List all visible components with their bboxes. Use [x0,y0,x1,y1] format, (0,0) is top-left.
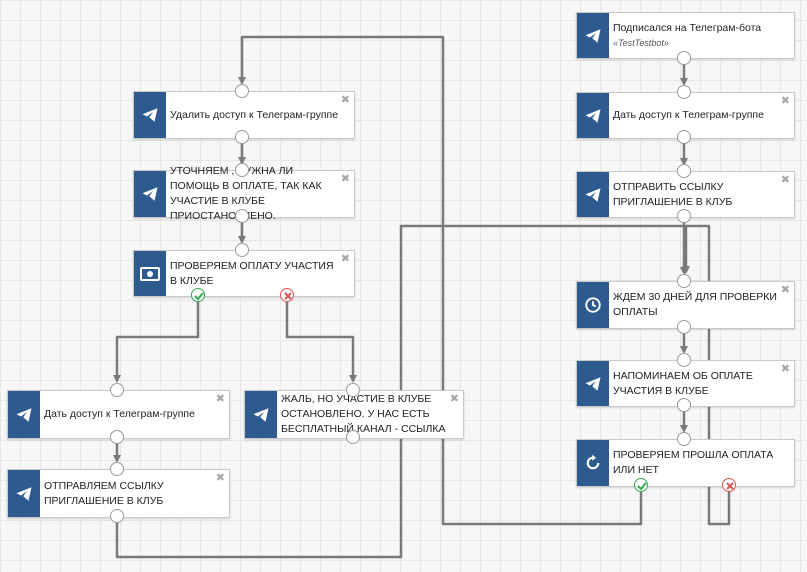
no-port-cross-icon[interactable] [722,478,736,492]
refresh-icon [577,440,609,486]
output-port[interactable] [346,430,360,444]
wire [238,35,643,526]
input-port[interactable] [346,383,360,397]
telegram-send-icon [577,93,609,138]
output-port[interactable] [677,51,691,65]
input-port[interactable] [235,163,249,177]
node-check-club-payment[interactable]: ПРОВЕРЯЕМ ОПЛАТУ УЧАСТИЯ В КЛУБЕ ✖ [133,250,355,297]
no-port-cross-icon[interactable] [280,288,294,302]
close-icon[interactable]: ✖ [215,393,225,405]
wire [285,296,357,383]
node-title: Подписался на Телеграм-бота [613,21,762,34]
close-icon[interactable]: ✖ [215,472,225,484]
input-port[interactable] [235,84,249,98]
node-send-link-left[interactable]: ОТПРАВЛЯЕМ ССЫЛКУ ПРИГЛАШЕНИЕ В КЛУБ ✖ [7,469,230,518]
close-icon[interactable]: ✖ [340,94,350,106]
node-title: Удалить доступ к Телеграм-группе [170,108,339,121]
yes-port-check-icon[interactable] [191,288,205,302]
input-port[interactable] [677,274,691,288]
input-port[interactable] [677,164,691,178]
telegram-send-icon [577,13,609,58]
node-title: НАПОМИНАЕМ ОБ ОПЛАТЕ УЧАСТИЯ В КЛУБЕ [613,369,753,397]
close-icon[interactable]: ✖ [449,393,459,405]
telegram-send-icon [245,391,277,438]
clock-icon [577,282,609,328]
close-icon[interactable]: ✖ [780,363,790,375]
node-subtitle: «TestTestbot» [613,37,669,48]
node-title: ОТПРАВИТЬ ССЫЛКУ ПРИГЛАШЕНИЕ В КЛУБ [613,180,733,208]
input-port[interactable] [677,432,691,446]
input-port[interactable] [235,243,249,257]
money-icon [134,251,166,296]
wire [113,296,200,383]
input-port[interactable] [110,383,124,397]
input-port[interactable] [677,353,691,367]
input-port[interactable] [110,462,124,476]
node-title: ЖАЛЬ, НО УЧАСТИЕ В КЛУБЕ ОСТАНОВЛЕНО. У … [281,393,446,435]
telegram-send-icon [8,470,40,517]
node-title: Дать доступ к Телеграм-группе [44,408,195,420]
wire [115,224,684,559]
close-icon[interactable]: ✖ [340,173,350,185]
node-title: ЖДЕМ 30 ДНЕЙ ДЛЯ ПРОВЕРКИ ОПЛАТЫ [613,291,777,318]
telegram-send-icon [577,172,609,217]
output-port[interactable] [677,320,691,334]
telegram-send-icon [134,171,166,217]
close-icon[interactable]: ✖ [780,284,790,296]
yes-port-check-icon[interactable] [634,478,648,492]
node-title: ПРОВЕРЯЕМ ОПЛАТУ УЧАСТИЯ В КЛУБЕ [170,259,334,287]
close-icon[interactable]: ✖ [780,174,790,186]
output-port[interactable] [677,209,691,223]
output-port[interactable] [235,130,249,144]
node-title: УТОЧНЯЕМ , НУЖНА ЛИ ПОМОЩЬ В ОПЛАТЕ, ТАК… [170,165,322,222]
telegram-send-icon [8,391,40,438]
close-icon[interactable]: ✖ [340,253,350,265]
output-port[interactable] [235,209,249,223]
input-port[interactable] [677,85,691,99]
node-title: Дать доступ к Телеграм-группе [613,109,764,121]
telegram-send-icon [577,361,609,406]
telegram-send-icon [134,92,166,138]
output-port[interactable] [677,398,691,412]
output-port[interactable] [110,430,124,444]
node-check-payment-passed[interactable]: ПРОВЕРЯЕМ ПРОШЛА ОПЛАТА ИЛИ НЕТ [576,439,795,487]
close-icon[interactable]: ✖ [780,95,790,107]
output-port[interactable] [677,130,691,144]
output-port[interactable] [110,509,124,523]
node-title: ОТПРАВЛЯЕМ ССЫЛКУ ПРИГЛАШЕНИЕ В КЛУБ [44,479,164,507]
node-title: ПРОВЕРЯЕМ ПРОШЛА ОПЛАТА ИЛИ НЕТ [613,449,774,476]
